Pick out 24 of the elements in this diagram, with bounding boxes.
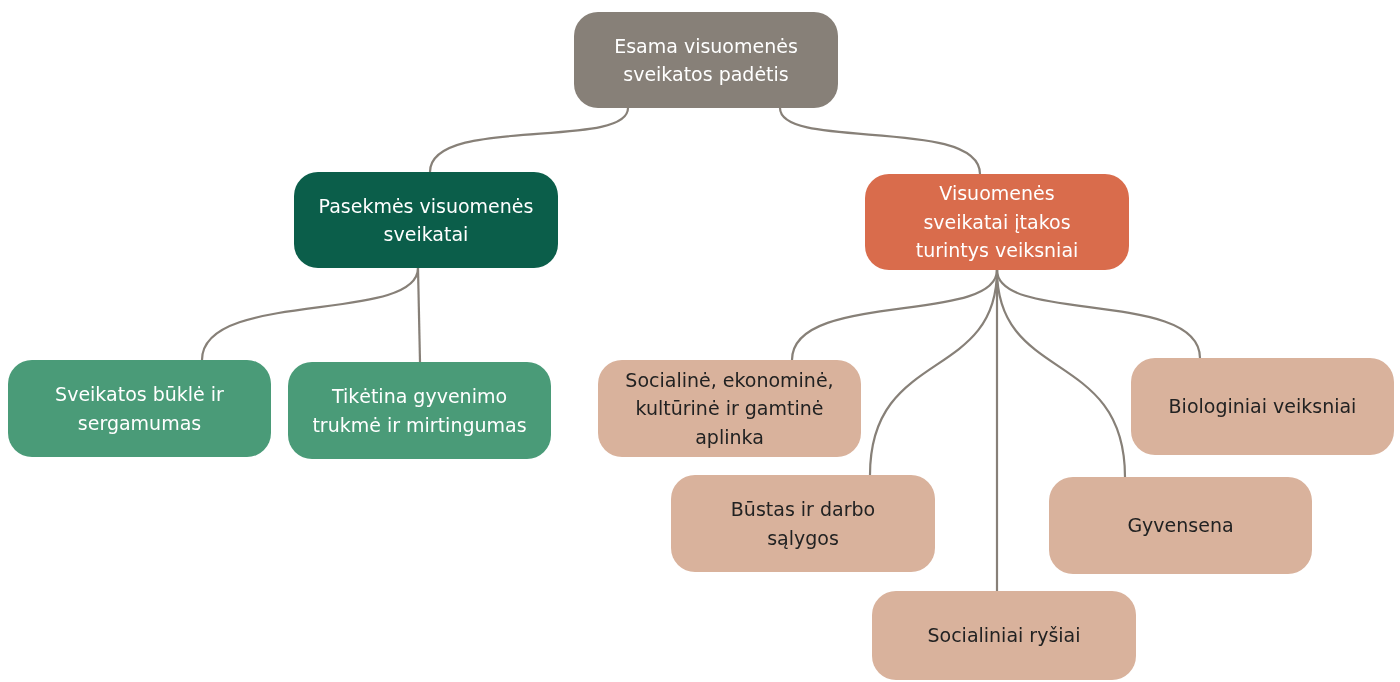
factor-box	[1049, 477, 1312, 574]
root-box	[574, 12, 838, 108]
node-label: Gyvensena	[1127, 513, 1234, 539]
node-label: Socialiniai ryšiai	[927, 623, 1081, 649]
topic-box	[8, 360, 271, 457]
node-label: Socialinė, ekonominė, kultūrinė ir gamtinė aplinka	[624, 367, 835, 450]
connector-line	[428, 107, 629, 173]
node-label: Būstas ir darbo sąlygos	[729, 497, 877, 551]
node-label: Biologiniai veiksniai	[1168, 394, 1357, 420]
branch-box	[294, 172, 558, 268]
factor-box	[598, 360, 861, 457]
node-label: Pasekmės visuomenės sveikatai	[317, 193, 535, 247]
factor-box	[671, 475, 935, 572]
node-label: Tikėtina gyvenimo trukmė ir mirtingumas	[311, 384, 528, 438]
connector-line	[995, 270, 999, 591]
connector-line	[779, 107, 982, 175]
topic-box	[288, 362, 551, 459]
node-label: Visuomenės sveikatai įtakos turintys veiksniai	[914, 181, 1080, 264]
node-label: Sveikatos būklė ir sergamumas	[54, 382, 225, 436]
factor-box	[1131, 358, 1394, 455]
branch-box	[865, 174, 1129, 270]
connector-line	[416, 267, 422, 363]
factor-box	[872, 591, 1136, 680]
node-label: Esama visuomenės sveikatos padėtis	[613, 33, 799, 87]
